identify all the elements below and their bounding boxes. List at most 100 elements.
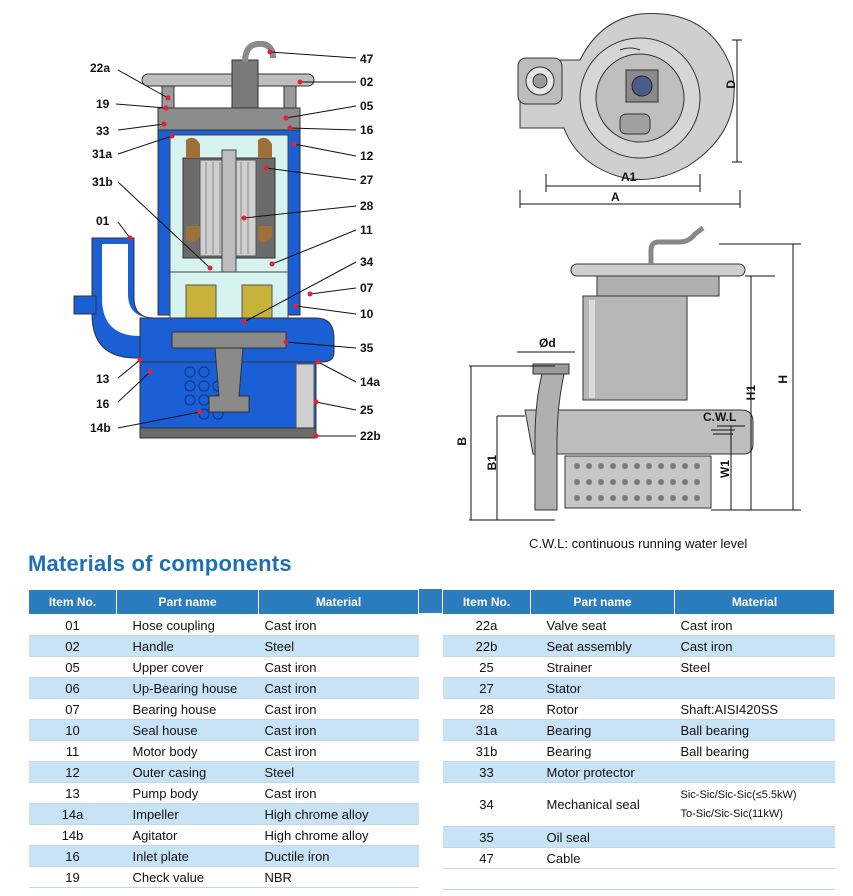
item-no: 31b (442, 740, 531, 762)
callout-10: 10 (360, 307, 374, 321)
part-name: Rotor (530, 698, 675, 720)
impeller (171, 331, 287, 349)
part-name: Strainer (530, 656, 675, 678)
item-no: 35 (442, 826, 531, 848)
callout-19: 19 (96, 97, 110, 111)
item-no: 05 (28, 656, 117, 678)
item-no: 47 (442, 847, 531, 869)
item-no: 13 (28, 782, 117, 804)
item-no: 16 (28, 845, 117, 867)
material: Cast iron (258, 782, 419, 804)
part-name: Bearing (530, 719, 675, 741)
callout-07: 07 (360, 281, 374, 295)
part-name: Cable (530, 847, 675, 869)
part-name: Check value (116, 866, 259, 888)
item-no: 11 (28, 740, 117, 762)
part-name: Seal house (116, 719, 259, 741)
pump-top-view-diagram (517, 12, 742, 208)
mechanical-seal-right (241, 284, 273, 324)
item-no: 14b (28, 824, 117, 846)
item-no: 14a (28, 803, 117, 825)
table-header-gap (418, 589, 442, 613)
header-part-name: Part name (116, 589, 259, 615)
callout-31b: 31b (92, 175, 113, 189)
callout-27: 27 (360, 173, 374, 187)
material: Ball bearing (674, 740, 835, 762)
callout-14b: 14b (90, 421, 111, 435)
part-name: Pump body (116, 782, 259, 804)
item-no: 07 (28, 698, 117, 720)
part-name: Motor protector (530, 761, 675, 783)
part-name: Upper cover (116, 656, 259, 678)
dim-label-B1: B1 (485, 455, 499, 471)
material: Cast iron (674, 614, 835, 636)
material: Cast iron (258, 698, 419, 720)
callout-25: 25 (360, 403, 374, 417)
material: NBR (258, 866, 419, 888)
dim-label-H: H (776, 375, 790, 384)
material: Steel (258, 761, 419, 783)
material: Cast iron (258, 614, 419, 636)
callout-35: 35 (360, 341, 374, 355)
callout-02: 02 (360, 75, 374, 89)
handle (141, 73, 315, 87)
callout-05: 05 (360, 99, 374, 113)
part-name: Handle (116, 635, 259, 657)
part-name: Oil seal (530, 826, 675, 848)
item-no: 22a (442, 614, 531, 636)
part-name: Seat assembly (530, 635, 675, 657)
material: Cast iron (258, 656, 419, 678)
callout-12: 12 (360, 149, 374, 163)
material-line-1: Sic-Sic/Sic-Sic(≤5.5kW) (680, 789, 797, 801)
upper-cover (157, 107, 301, 131)
item-no: 06 (28, 677, 117, 699)
material (674, 847, 835, 869)
item-no: 01 (28, 614, 117, 636)
part-name: Bearing (530, 740, 675, 762)
material: Sic-Sic/Sic-Sic(≤5.5kW) To-Sic/Sic-Sic(11… (674, 782, 835, 827)
material (674, 826, 835, 848)
table-header-row: Item No. Part name Material (442, 589, 835, 615)
part-name: Inlet plate (116, 845, 259, 867)
material: Steel (674, 656, 835, 678)
callout-31a: 31a (92, 147, 113, 161)
item-no: 27 (442, 677, 531, 699)
item-no: 31a (442, 719, 531, 741)
dim-label-A: A (611, 190, 620, 204)
table-header-row: Item No. Part name Material (28, 589, 419, 615)
dim-label-H1: H1 (744, 385, 758, 401)
header-part-name: Part name (530, 589, 675, 615)
material: Cast iron (258, 677, 419, 699)
callout-22a: 22a (90, 61, 111, 75)
material-line-2: To-Sic/Sic-Sic(11kW) (680, 808, 783, 820)
part-name: Hose coupling (116, 614, 259, 636)
header-material: Material (258, 589, 419, 615)
callout-16: 16 (96, 397, 110, 411)
item-no: 25 (442, 656, 531, 678)
table-row-empty (442, 868, 835, 890)
item-no: 33 (442, 761, 531, 783)
callout-14a: 14a (360, 375, 381, 389)
part-name: Valve seat (530, 614, 675, 636)
dim-label-D: D (724, 80, 738, 89)
material: High chrome alloy (258, 824, 419, 846)
cable-gland (231, 59, 259, 109)
header-item-no: Item No. (442, 589, 531, 615)
item-no: 28 (442, 698, 531, 720)
